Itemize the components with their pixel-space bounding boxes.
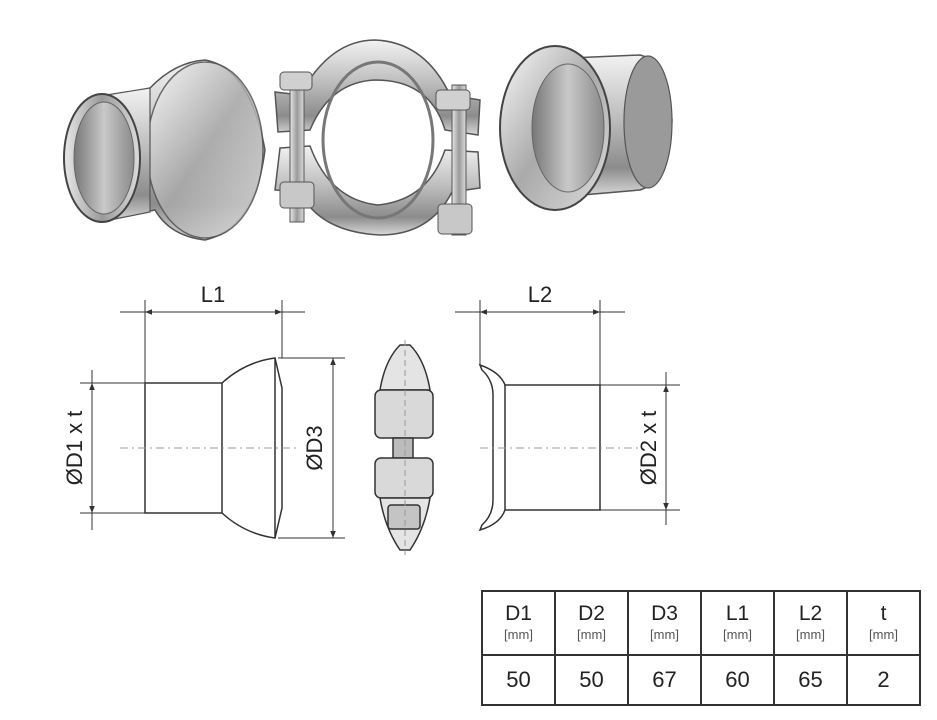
d2-label: ØD2 x t (636, 411, 661, 486)
value-d3: 67 (627, 654, 702, 706)
right-pipe-side-view (478, 363, 640, 532)
header-d2: D2[mm] (554, 590, 629, 656)
value-l1: 60 (700, 654, 775, 706)
d3-label: ØD3 (302, 425, 327, 470)
spec-table: D1[mm] D2[mm] D3[mm] L1[mm] L2[mm] t[mm]… (481, 590, 921, 706)
spec-header-row: D1[mm] D2[mm] D3[mm] L1[mm] L2[mm] t[mm] (481, 590, 921, 656)
right-flared-pipe-illustration (499, 45, 673, 211)
left-flared-pipe-illustration (63, 59, 266, 241)
left-pipe-side-view (120, 357, 300, 539)
header-d3: D3[mm] (627, 590, 702, 656)
d1-label: ØD1 x t (62, 411, 87, 486)
l2-label: L2 (528, 282, 552, 307)
header-l2: L2[mm] (773, 590, 848, 656)
clamp-side-view (374, 340, 434, 555)
header-d1: D1[mm] (481, 590, 556, 656)
l2-dimension (455, 300, 625, 385)
d2-dimension (600, 372, 680, 525)
l1-label: L1 (201, 282, 225, 307)
clamp-illustration (274, 39, 481, 236)
spec-value-row: 50 50 67 60 65 2 (481, 654, 921, 706)
header-l1: L1[mm] (700, 590, 775, 656)
value-d2: 50 (554, 654, 629, 706)
l1-dimension (120, 300, 305, 383)
d3-dimension (278, 357, 345, 539)
value-d1: 50 (481, 654, 556, 706)
value-l2: 65 (773, 654, 848, 706)
value-t: 2 (846, 654, 921, 706)
header-t: t[mm] (846, 590, 921, 656)
d1-dimension (80, 370, 145, 530)
